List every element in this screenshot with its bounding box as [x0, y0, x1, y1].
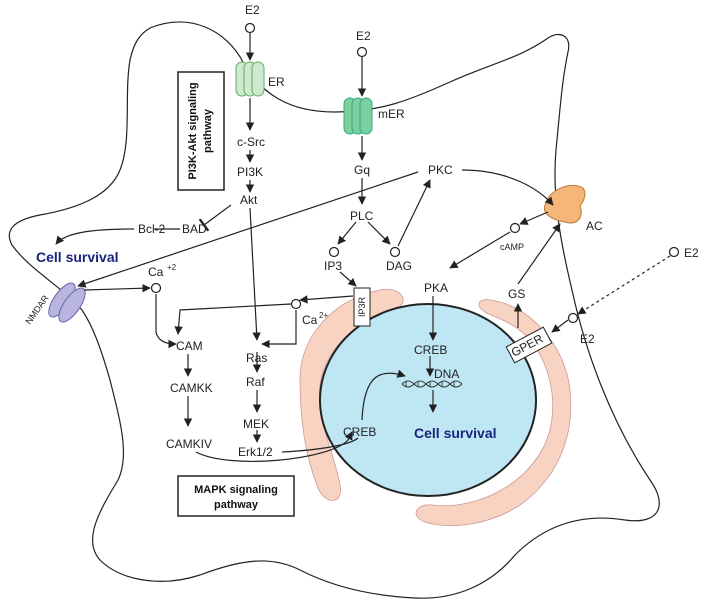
- camkiv-label: CAMKIV: [166, 437, 212, 451]
- erk-label: Erk1/2: [238, 445, 273, 459]
- pi3k-akt-box-line1: PI3K-Akt signaling: [187, 82, 199, 179]
- pi3k-akt-box-line2: pathway: [202, 108, 214, 153]
- ip3-label: IP3: [324, 259, 342, 273]
- nucleus: [319, 303, 537, 497]
- ip3r-box: [353, 287, 371, 327]
- pi3k-label: PI3K: [237, 165, 263, 179]
- pka-label: PKA: [424, 281, 448, 295]
- marker-circles: [150, 22, 680, 324]
- creb-low-label: CREB: [343, 425, 376, 439]
- er-receptor: [235, 61, 265, 97]
- cell-membrane: [8, 21, 660, 599]
- akt-label: Akt: [240, 193, 258, 207]
- pi3k-akt-box: [177, 71, 225, 191]
- cam-label: CAM: [176, 339, 203, 353]
- er-label: ER: [268, 75, 285, 89]
- ac-label: AC: [586, 219, 603, 233]
- camkk-label: CAMKK: [170, 381, 213, 395]
- endoplasmic-reticulum: [415, 299, 572, 527]
- pkc-label: PKC: [428, 163, 453, 177]
- gq-label: Gq: [354, 163, 370, 177]
- e2-gper-label: E2: [580, 332, 595, 346]
- plc-label: PLC: [350, 209, 374, 223]
- cell-survival-left: Cell survival: [36, 249, 119, 265]
- ac-enzyme: [543, 184, 586, 224]
- creb-nuc-label: CREB: [414, 343, 447, 357]
- gs-label: GS: [508, 287, 525, 301]
- nmdar-receptor: [48, 282, 86, 323]
- pathway-arrows: [55, 33, 671, 462]
- bcl2-label: Bcl-2: [138, 222, 166, 236]
- ca2-left-label: Ca: [148, 265, 164, 279]
- bad-label: BAD: [182, 222, 207, 236]
- raf-label: Raf: [246, 375, 265, 389]
- dna-helix: [401, 380, 463, 388]
- c-src-label: c-Src: [237, 135, 265, 149]
- dna-label: DNA: [434, 367, 459, 381]
- mapk-box-line2: pathway: [214, 499, 259, 511]
- gper-box: [505, 326, 553, 364]
- camp-label: cAMP: [500, 242, 524, 252]
- e2-top-label: E2: [245, 3, 260, 17]
- dag-label: DAG: [386, 259, 412, 273]
- nmdar-label: NMDAR: [23, 293, 50, 326]
- cell-survival-nucleus: Cell survival: [414, 425, 497, 441]
- e2-mer-label: E2: [356, 29, 371, 43]
- ca2-mid-label: Ca: [302, 313, 318, 327]
- ca2-mid-sup: 2+: [319, 311, 328, 320]
- mer-label: mER: [378, 107, 405, 121]
- e2-right-label: E2: [684, 246, 699, 260]
- ip3r-label: IP3R: [357, 296, 367, 317]
- mapk-box-line1: MAPK signaling: [194, 484, 278, 496]
- mer-receptor: [343, 97, 373, 135]
- ras-label: Ras: [246, 351, 267, 365]
- mapk-box: [177, 475, 295, 517]
- ca2-left-sup: +2: [167, 263, 177, 272]
- mek-label: MEK: [243, 417, 269, 431]
